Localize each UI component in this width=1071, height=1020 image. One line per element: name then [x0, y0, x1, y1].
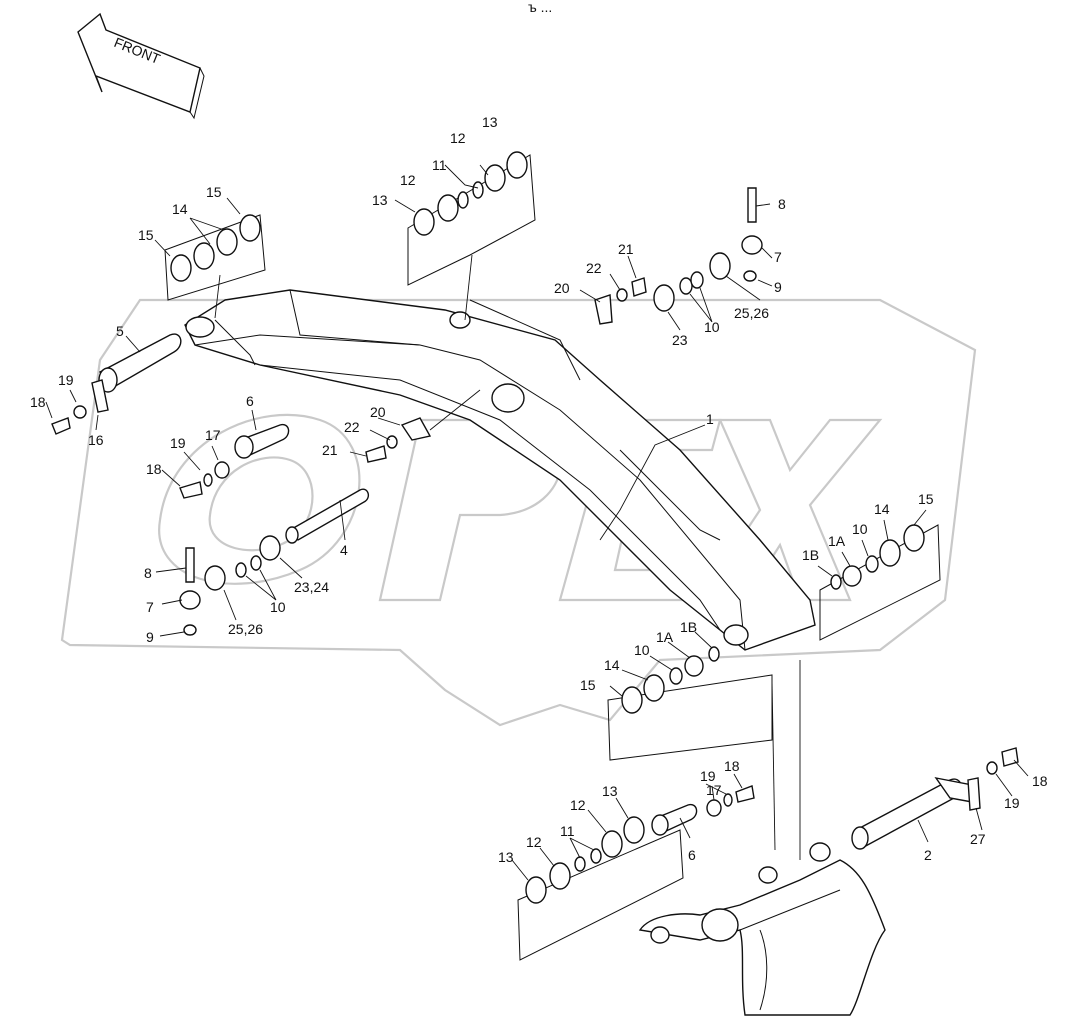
part-label: 10: [704, 319, 720, 335]
part-label: 22: [586, 260, 602, 276]
part-label: 4: [340, 542, 348, 558]
pin-6-assembly-left: [179, 423, 290, 499]
bolt-8-assembly-left: [179, 535, 281, 636]
boom-assembly: [184, 289, 816, 651]
part-label: 25,26: [734, 305, 769, 321]
part-label: 22: [344, 419, 360, 435]
part-label: 19: [170, 435, 186, 451]
part-label: 21: [322, 442, 338, 458]
part-label: 9: [146, 629, 154, 645]
part-label: 14: [874, 501, 890, 517]
part-label: 12: [526, 834, 542, 850]
part-labels: 1 13 12 11 13 12 15 14 15 5 19 18 16 6 1…: [30, 114, 1048, 865]
part-label: 7: [146, 599, 154, 615]
part-label: 1A: [828, 533, 846, 549]
part-label: 13: [498, 849, 514, 865]
part-label: 15: [918, 491, 934, 507]
part-label: 15: [206, 184, 222, 200]
part-label: 9: [774, 279, 782, 295]
pin-4: [285, 488, 370, 544]
washer-group-left: [164, 214, 266, 319]
bucket: [638, 842, 886, 1016]
part-label: 12: [570, 797, 586, 813]
part-label: 23: [672, 332, 688, 348]
part-label: 7: [774, 249, 782, 265]
part-label: 17: [205, 427, 221, 443]
part-label: 18: [1032, 773, 1048, 789]
part-label: 2: [924, 847, 932, 863]
part-label: 8: [778, 196, 786, 212]
part-label: 13: [602, 783, 618, 799]
washer-group-top: [407, 151, 536, 321]
part-label: 15: [580, 677, 596, 693]
pin-6-assembly-bottom: [651, 785, 755, 836]
washer-group-right: [799, 524, 941, 860]
part-label: 13: [482, 114, 498, 130]
part-label: 13: [372, 192, 388, 208]
part-label: 10: [852, 521, 868, 537]
part-label: 14: [172, 201, 188, 217]
part-label: 23,24: [294, 579, 329, 595]
washer-group-lower: [607, 646, 776, 851]
part-label: 1: [706, 411, 714, 427]
front-direction-arrow: FRONT: [77, 12, 205, 120]
part-label: 10: [634, 642, 650, 658]
part-label: 20: [554, 280, 570, 296]
part-label: 6: [688, 847, 696, 863]
part-label: 10: [270, 599, 286, 615]
part-label: 11: [560, 823, 575, 839]
pin-5-assembly: [51, 333, 182, 435]
part-label: 1B: [680, 619, 697, 635]
part-label: 25,26: [228, 621, 263, 637]
part-label: 19: [1004, 795, 1020, 811]
part-label: 1B: [802, 547, 819, 563]
bracket-20-assembly-mid: [365, 389, 481, 463]
part-label: 11: [432, 157, 447, 173]
part-label: 1A: [656, 629, 674, 645]
part-label: 20: [370, 404, 386, 420]
part-label: 19: [700, 768, 716, 784]
part-label: 16: [88, 432, 104, 448]
part-label: 12: [400, 172, 416, 188]
part-label: 8: [144, 565, 152, 581]
part-label: 17: [706, 782, 722, 798]
part-label: 12: [450, 130, 466, 146]
part-label: 19: [58, 372, 74, 388]
bracket-20-assembly-top: [594, 252, 731, 325]
part-label: 15: [138, 227, 154, 243]
part-label: 5: [116, 323, 124, 339]
leader-lines: [45, 164, 1029, 881]
pin-2-assembly: [851, 747, 1019, 850]
part-label: 27: [970, 831, 986, 847]
part-label: 18: [724, 758, 740, 774]
part-label: 18: [30, 394, 46, 410]
header-mark: ъ ...: [528, 0, 552, 15]
washer-group-bottom: [517, 816, 684, 961]
part-label: 21: [618, 241, 634, 257]
bolt-8-assembly-right: [741, 187, 763, 282]
part-label: 6: [246, 393, 254, 409]
part-label: 14: [604, 657, 620, 673]
part-label: 18: [146, 461, 162, 477]
